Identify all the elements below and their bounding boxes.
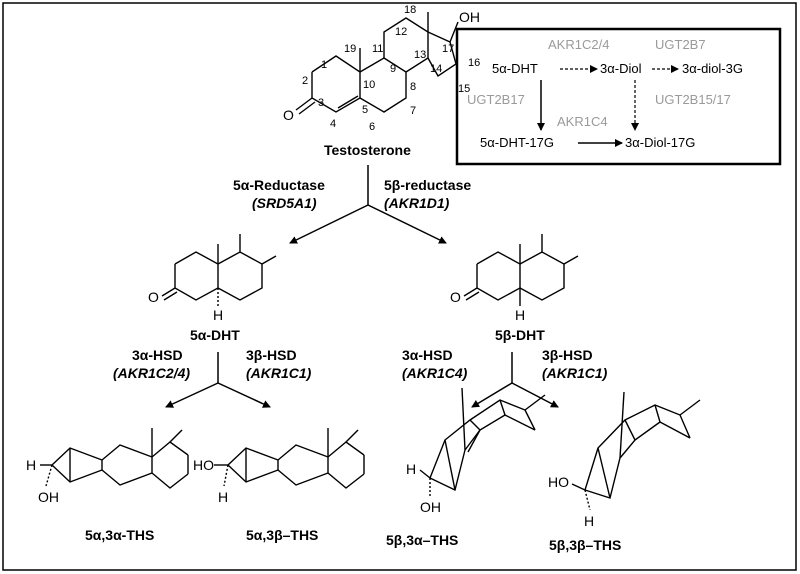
- arrow-to-5b3b: [511, 382, 559, 408]
- inset-enzyme-akr1c4: AKR1C4: [557, 114, 608, 129]
- 5b3b-h: H: [584, 513, 594, 529]
- hsd-d-gene: (AKR1C1): [542, 365, 608, 381]
- glucuronidation-inset: [455, 27, 782, 166]
- 5a-dht-o: O: [148, 289, 159, 305]
- inset-enzyme-akr1c24: AKR1C2/4: [548, 37, 609, 52]
- svg-text:14: 14: [430, 63, 442, 75]
- 5a3a-oh: OH: [38, 489, 59, 505]
- 5b-dht-structure: [463, 234, 579, 306]
- svg-text:9: 9: [390, 63, 396, 75]
- arrow-to-5a-dht: [289, 204, 369, 244]
- reductase-beta-name: 5β-reductase: [384, 177, 471, 193]
- svg-text:8: 8: [410, 81, 416, 93]
- svg-text:11: 11: [372, 43, 383, 55]
- product-5a3a-label: 5α,3α-THS: [85, 527, 154, 543]
- 5b-dht-label: 5β-DHT: [495, 327, 545, 343]
- 5b-dht-h: H: [515, 307, 525, 323]
- 5b3a-h: H: [406, 461, 416, 477]
- 5a-dht-h: H: [213, 307, 223, 323]
- svg-text:5: 5: [362, 104, 368, 116]
- svg-text:12: 12: [395, 26, 407, 38]
- svg-text:7: 7: [410, 105, 416, 117]
- inset-5a-dht-17g: 5α-DHT-17G: [480, 135, 554, 150]
- product-5b3a-label: 5β,3α–THS: [386, 532, 458, 548]
- 5a3a-h: H: [26, 457, 36, 473]
- product-5b3b-label: 5β,3β–THS: [549, 537, 621, 553]
- hsd-b-gene: (AKR1C1): [246, 365, 312, 381]
- testosterone-label: Testosterone: [324, 142, 411, 158]
- reductase-beta-gene: (AKR1D1): [384, 195, 450, 211]
- svg-text:1: 1: [321, 59, 327, 71]
- svg-text:2: 2: [302, 75, 308, 87]
- 5b-dht-o: O: [450, 289, 461, 305]
- reductase-alpha-name: 5α-Reductase: [233, 177, 325, 193]
- svg-text:13: 13: [414, 49, 426, 61]
- 5a-dht-structure: [161, 234, 277, 306]
- reductase-alpha-gene: (SRD5A1): [252, 195, 317, 211]
- svg-text:6: 6: [369, 121, 375, 133]
- atom-numbers: 1 2 3 4 5 6 7 8 9 10 11 12 13 14 15 16 1…: [302, 4, 480, 133]
- arrow-to-5a3a: [165, 382, 219, 408]
- hsd-d-name: 3β-HSD: [542, 347, 593, 363]
- 5a3b-h: H: [218, 489, 228, 505]
- svg-text:4: 4: [330, 118, 336, 130]
- svg-text:18: 18: [404, 4, 416, 16]
- 5b3a-ths-structure: [419, 387, 546, 498]
- testosterone-structure: [295, 12, 459, 115]
- inset-3a-diol-17g: 3α-Diol-17G: [625, 135, 695, 150]
- 5a-dht-label: 5α-DHT: [190, 327, 240, 343]
- inset-enzyme-ugt2b7: UGT2B7: [655, 37, 706, 52]
- svg-text:3: 3: [318, 97, 324, 109]
- hsd-c-gene: (AKR1C4): [402, 365, 468, 381]
- svg-text:10: 10: [363, 79, 375, 91]
- arrow-to-5a3b: [217, 382, 271, 408]
- testosterone-o-label: O: [283, 107, 294, 123]
- svg-text:17: 17: [442, 43, 454, 55]
- 5b3b-ho: HO: [548, 474, 569, 490]
- 5b3a-oh: OH: [420, 499, 441, 515]
- inset-5a-dht: 5α-DHT: [492, 61, 538, 76]
- 5a3a-ths-structure: [40, 428, 189, 489]
- inset-enzyme-ugt2b17: UGT2B17: [467, 92, 525, 107]
- hsd-a-gene: (AKR1C2/4): [113, 365, 190, 381]
- hsd-a-name: 3α-HSD: [132, 347, 183, 363]
- inset-3a-diol-3g: 3α-diol-3G: [682, 61, 743, 76]
- inset-3a-diol: 3α-Diol: [600, 61, 642, 76]
- testosterone-oh-label: OH: [459, 9, 480, 25]
- hsd-b-name: 3β-HSD: [246, 347, 297, 363]
- inset-enzyme-ugt2b1517: UGT2B15/17: [655, 92, 731, 107]
- arrow-to-5b-dht: [367, 204, 447, 244]
- arrow-to-5b3a: [471, 382, 513, 408]
- 5a3b-ths-structure: [214, 428, 365, 489]
- svg-text:16: 16: [468, 57, 480, 69]
- 5b3b-ths-structure: [571, 391, 701, 511]
- hsd-c-name: 3α-HSD: [402, 347, 453, 363]
- product-5a3b-label: 5α,3β–THS: [246, 527, 318, 543]
- svg-text:15: 15: [458, 83, 470, 95]
- 5a3b-ho: HO: [193, 457, 214, 473]
- svg-text:19: 19: [344, 43, 356, 55]
